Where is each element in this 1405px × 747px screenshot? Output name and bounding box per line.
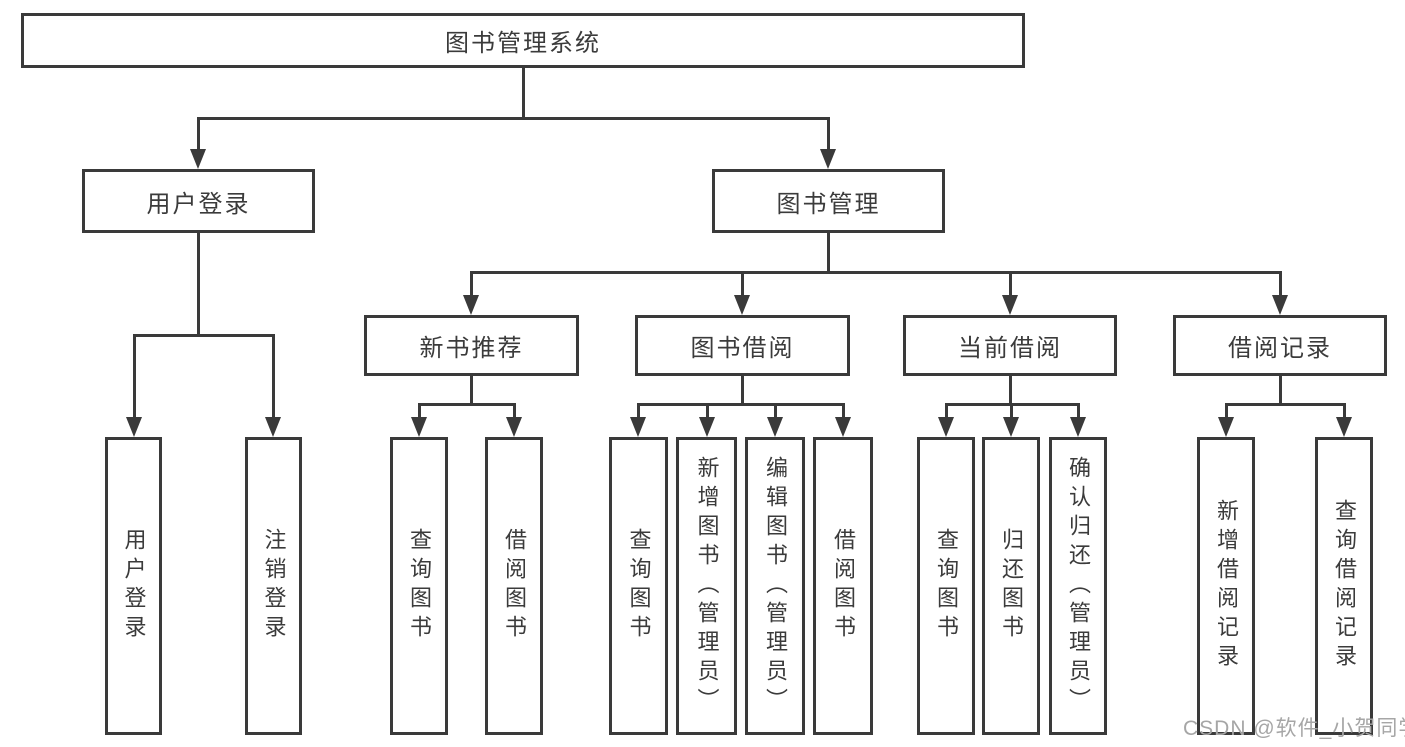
connector-line: [132, 335, 136, 420]
leaf-logout-label: 注销登录: [261, 528, 287, 644]
arrowhead-icon: [1003, 417, 1019, 437]
connector-line: [636, 402, 845, 406]
node-borrow-record: 借阅记录: [1173, 315, 1387, 376]
connector-line: [1009, 404, 1013, 420]
connector-line: [521, 68, 525, 118]
leaf-borrow-book-2-label: 借阅图书: [831, 528, 856, 644]
arrowhead-icon: [820, 149, 836, 169]
node-new-book-rec-label: 新书推荐: [419, 335, 524, 362]
connector-line: [1278, 376, 1282, 404]
connector-line: [636, 404, 640, 420]
leaf-query-book-2: 查询图书: [609, 437, 668, 735]
connector-line: [469, 272, 473, 298]
connector-line: [1008, 376, 1012, 404]
leaf-user-login-label: 用户登录: [121, 528, 147, 644]
arrowhead-icon: [265, 417, 281, 437]
leaf-borrow-book-2: 借阅图书: [813, 437, 873, 735]
arrowhead-icon: [1272, 295, 1288, 315]
leaf-add-record-label: 新增借阅记录: [1214, 499, 1239, 673]
node-root: 图书管理系统: [21, 13, 1025, 68]
node-book-borrow: 图书借阅: [635, 315, 850, 376]
connector-line: [773, 404, 777, 420]
leaf-query-record: 查询借阅记录: [1315, 437, 1373, 735]
node-user-login-label: 用户登录: [146, 190, 251, 218]
connector-line: [740, 376, 744, 404]
connector-line: [132, 333, 275, 337]
arrowhead-icon: [630, 417, 646, 437]
connector-line: [196, 116, 830, 120]
connector-line: [1076, 404, 1080, 420]
arrowhead-icon: [411, 417, 427, 437]
node-root-label: 图书管理系统: [445, 30, 601, 57]
connector-line: [944, 402, 1080, 406]
node-book-mgmt: 图书管理: [712, 169, 945, 233]
node-book-borrow-label: 图书借阅: [690, 335, 795, 362]
leaf-query-record-label: 查询借阅记录: [1332, 499, 1357, 673]
connector-line: [417, 404, 421, 420]
leaf-edit-book: 编辑图书（管理员）: [745, 437, 805, 735]
connector-line: [944, 404, 948, 420]
leaf-user-login: 用户登录: [105, 437, 162, 735]
leaf-query-book-1-label: 查询图书: [407, 528, 432, 644]
arrowhead-icon: [938, 417, 954, 437]
connector-line: [196, 118, 200, 152]
arrowhead-icon: [734, 295, 750, 315]
node-new-book-rec: 新书推荐: [364, 315, 579, 376]
node-current-borrow: 当前借阅: [903, 315, 1117, 376]
leaf-logout: 注销登录: [245, 437, 302, 735]
arrowhead-icon: [1336, 417, 1352, 437]
leaf-return-book: 归还图书: [982, 437, 1040, 735]
leaf-borrow-book-1: 借阅图书: [485, 437, 543, 735]
arrowhead-icon: [835, 417, 851, 437]
connector-line: [271, 335, 275, 420]
arrowhead-icon: [1070, 417, 1086, 437]
arrowhead-icon: [126, 417, 142, 437]
connector-line: [196, 233, 200, 335]
connector-line: [1342, 404, 1346, 420]
arrowhead-icon: [463, 295, 479, 315]
leaf-add-record: 新增借阅记录: [1197, 437, 1255, 735]
connector-line: [841, 404, 845, 420]
connector-line: [469, 270, 1282, 274]
node-borrow-record-label: 借阅记录: [1228, 335, 1332, 362]
leaf-add-book-label: 新增图书（管理员）: [694, 455, 720, 717]
leaf-query-book-3: 查询图书: [917, 437, 975, 735]
connector-line: [417, 402, 516, 406]
leaf-borrow-book-1-label: 借阅图书: [502, 528, 527, 644]
connector-line: [1224, 404, 1228, 420]
leaf-confirm-return-label: 确认归还（管理员）: [1066, 455, 1091, 717]
connector-line: [469, 376, 473, 404]
connector-line: [1224, 402, 1346, 406]
arrowhead-icon: [699, 417, 715, 437]
connector-line: [826, 118, 830, 152]
arrowhead-icon: [767, 417, 783, 437]
csdn-watermark: CSDN @软件_小贺同学: [1183, 717, 1405, 740]
connector-line: [826, 233, 830, 272]
arrowhead-icon: [506, 417, 522, 437]
connector-line: [1008, 272, 1012, 298]
connector-line: [512, 404, 516, 420]
connector-line: [705, 404, 709, 420]
leaf-confirm-return: 确认归还（管理员）: [1049, 437, 1107, 735]
leaf-query-book-3-label: 查询图书: [934, 528, 959, 644]
node-current-borrow-label: 当前借阅: [958, 335, 1062, 362]
leaf-query-book-2-label: 查询图书: [626, 528, 652, 644]
connector-line: [740, 272, 744, 298]
node-book-mgmt-label: 图书管理: [776, 190, 881, 218]
arrowhead-icon: [190, 149, 206, 169]
arrowhead-icon: [1002, 295, 1018, 315]
leaf-return-book-label: 归还图书: [999, 528, 1024, 644]
leaf-add-book: 新增图书（管理员）: [676, 437, 737, 735]
arrowhead-icon: [1218, 417, 1234, 437]
connector-line: [1278, 272, 1282, 298]
leaf-edit-book-label: 编辑图书（管理员）: [763, 455, 788, 717]
node-user-login: 用户登录: [82, 169, 315, 233]
leaf-query-book-1: 查询图书: [390, 437, 448, 735]
